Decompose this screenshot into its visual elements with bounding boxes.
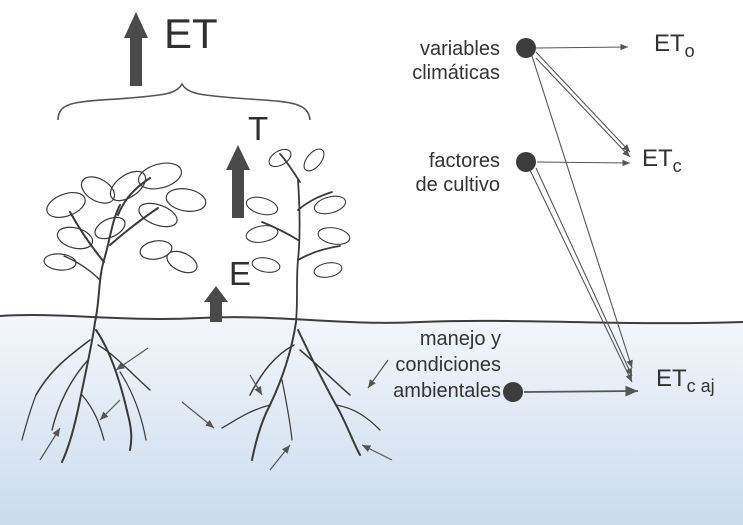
output-etc-base: ET [642,145,673,172]
t-label: T [248,110,269,147]
output-eto-base: ET [654,30,685,57]
e-arrow-icon [204,286,228,322]
factor-management: manejo y condiciones ambientales [393,326,501,404]
soil-area [0,315,743,525]
output-eto-sub: o [684,41,695,61]
output-etcaj-sub: c aj [686,376,715,396]
connector-lines [523,43,639,397]
factor-crop-line1: factores [428,150,500,172]
t-arrow-icon [226,145,250,218]
factor-management-line3: ambientales [393,380,501,402]
output-etc-sub: c [672,156,682,176]
management-dot [503,382,523,402]
output-etcaj: ETc aj [656,365,715,396]
factor-climate: variables climáticas [412,37,500,85]
plant-left [21,162,207,463]
water-uptake-arrows [39,347,393,471]
factor-crop-line2: de cultivo [415,174,501,196]
factor-climate-line2: climáticas [412,62,500,84]
output-etc: ETc [642,145,682,176]
output-eto: ETo [654,30,695,61]
output-etcaj-base: ET [656,365,687,392]
soil-surface-line [0,314,743,325]
climate-dot [516,38,536,58]
factor-crop: factores de cultivo [416,149,501,197]
curly-brace [57,82,311,121]
factor-management-line2: condiciones [395,354,501,376]
et-label: ET [164,10,218,57]
factor-management-line1: manejo y [419,328,501,350]
factor-climate-line1: variables [419,38,500,60]
et-arrow-icon [124,12,148,86]
crop-dot [516,152,536,172]
plant-right [221,148,381,461]
e-label: E [229,255,252,292]
